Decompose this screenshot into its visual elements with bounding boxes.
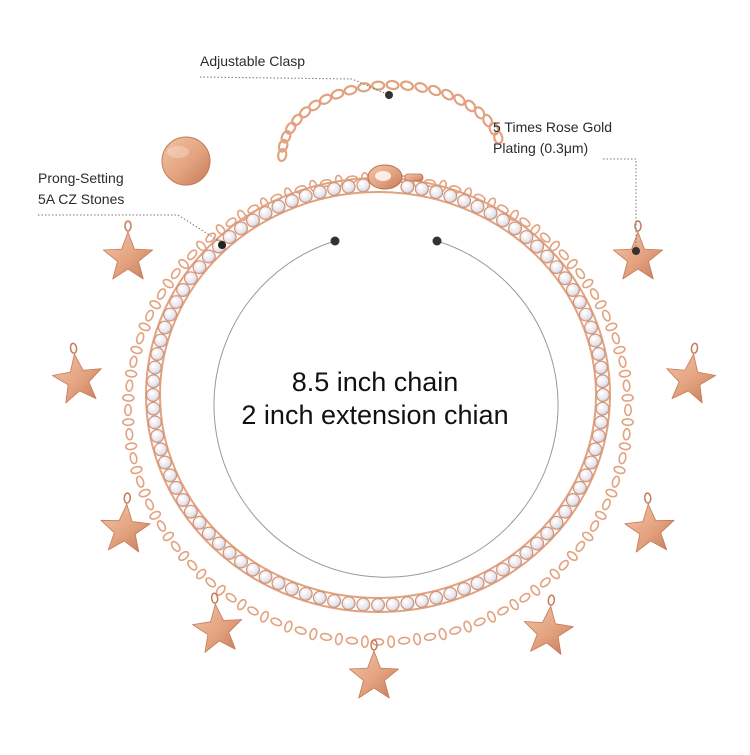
star-charm-icon xyxy=(348,639,400,699)
star-charm-icon xyxy=(624,492,675,553)
lobster-clasp xyxy=(367,164,424,190)
star-charms xyxy=(52,220,716,699)
extension-chain xyxy=(277,79,504,163)
star-charm-icon xyxy=(666,342,716,404)
plating-leader-line xyxy=(603,158,637,251)
star-charm-icon xyxy=(52,342,102,404)
star-charm-icon xyxy=(192,592,243,653)
star-charm-icon xyxy=(100,492,151,553)
prong-leader-line xyxy=(38,214,223,244)
guide-dot-right xyxy=(432,236,442,246)
prong-callout-dot xyxy=(218,241,226,249)
measurement-guide-arc xyxy=(213,240,559,578)
chain-length-text: 8.5 inch chain xyxy=(291,367,459,397)
callout-rose-gold: 5 Times Rose Gold xyxy=(493,119,613,135)
plating-callout-dot xyxy=(632,247,640,255)
callout-adjustable-clasp: Adjustable Clasp xyxy=(200,53,306,69)
star-charm-icon xyxy=(102,220,154,280)
callout-cz-stones: 5A CZ Stones xyxy=(38,191,125,207)
extension-length-text: 2 inch extension chian xyxy=(241,400,509,430)
guide-dot-left xyxy=(330,236,340,246)
tennis-chain xyxy=(145,177,611,613)
logo-tag-disc xyxy=(161,136,211,186)
clasp-leader-line xyxy=(199,76,390,96)
callout-leaders xyxy=(38,76,637,251)
star-charm-icon xyxy=(612,220,664,280)
clasp-callout-dot xyxy=(385,91,393,99)
callout-plating-thickness: Plating (0.3μm) xyxy=(493,140,589,156)
callout-prong-setting: Prong-Setting xyxy=(38,170,124,186)
star-charm-icon xyxy=(523,594,574,655)
